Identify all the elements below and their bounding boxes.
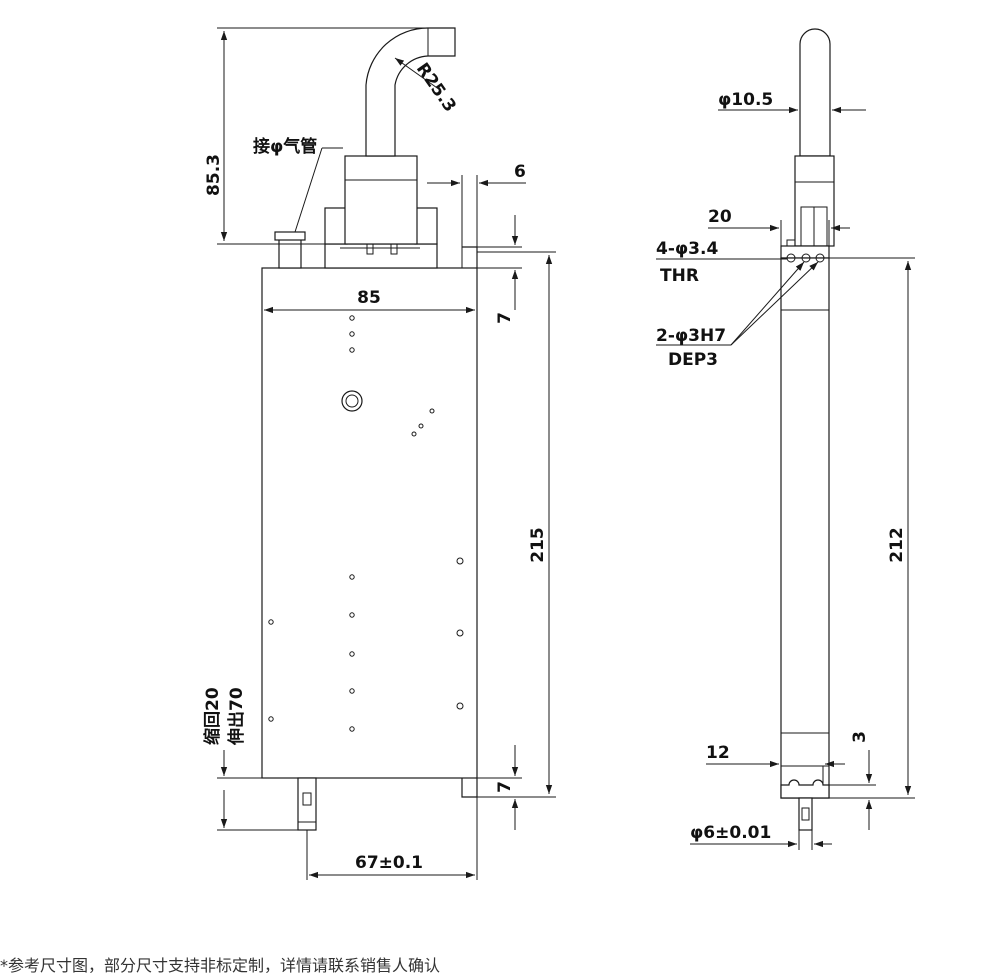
footnote: *参考尺寸图，部分尺寸支持非标定制，详情请联系销售人确认 bbox=[0, 956, 441, 973]
side-rod bbox=[798, 797, 813, 831]
dim-step: 3 bbox=[850, 731, 870, 743]
stroke-extend: 伸出70 bbox=[226, 687, 247, 746]
hole-pin-count: 2-φ3H7 bbox=[656, 326, 726, 346]
dim-length-side: 212 bbox=[887, 527, 907, 563]
front-view: 85.3 R25.3 接φ气管 6 85 7 215 7 bbox=[202, 27, 556, 880]
dim-bottom-margin: 7 bbox=[495, 781, 515, 793]
side-view: φ10.5 20 4-φ3.4 THR 2-φ3H7 DEP3 212 12 bbox=[656, 28, 915, 850]
dim-length: 215 bbox=[528, 527, 548, 563]
dim-hose-dia: φ10.5 bbox=[718, 90, 773, 110]
air-fitting bbox=[278, 237, 302, 269]
hole-thru-count: 4-φ3.4 bbox=[656, 239, 718, 259]
dim-hose-height: 85.3 bbox=[204, 154, 224, 196]
actuator-body bbox=[261, 267, 478, 779]
dim-offset-top: 6 bbox=[514, 162, 526, 182]
dim-radius: R25.3 bbox=[412, 59, 460, 116]
dim-rod-offset: 67±0.1 bbox=[355, 853, 423, 873]
dim-rod-width: 12 bbox=[706, 743, 730, 763]
dim-top-margin: 7 bbox=[495, 312, 515, 324]
dim-width: 85 bbox=[357, 288, 381, 308]
dim-width-side: 20 bbox=[708, 207, 732, 227]
stroke-retract: 缩回20 bbox=[202, 687, 223, 745]
side-hose bbox=[799, 28, 831, 157]
hole-thru-note: THR bbox=[660, 266, 699, 286]
center-port bbox=[341, 390, 363, 412]
callout-air-fitting: 接φ气管 bbox=[253, 136, 317, 157]
side-body bbox=[780, 257, 830, 799]
hole-pin-note: DEP3 bbox=[668, 350, 718, 370]
dim-rod-dia: φ6±0.01 bbox=[690, 823, 771, 843]
